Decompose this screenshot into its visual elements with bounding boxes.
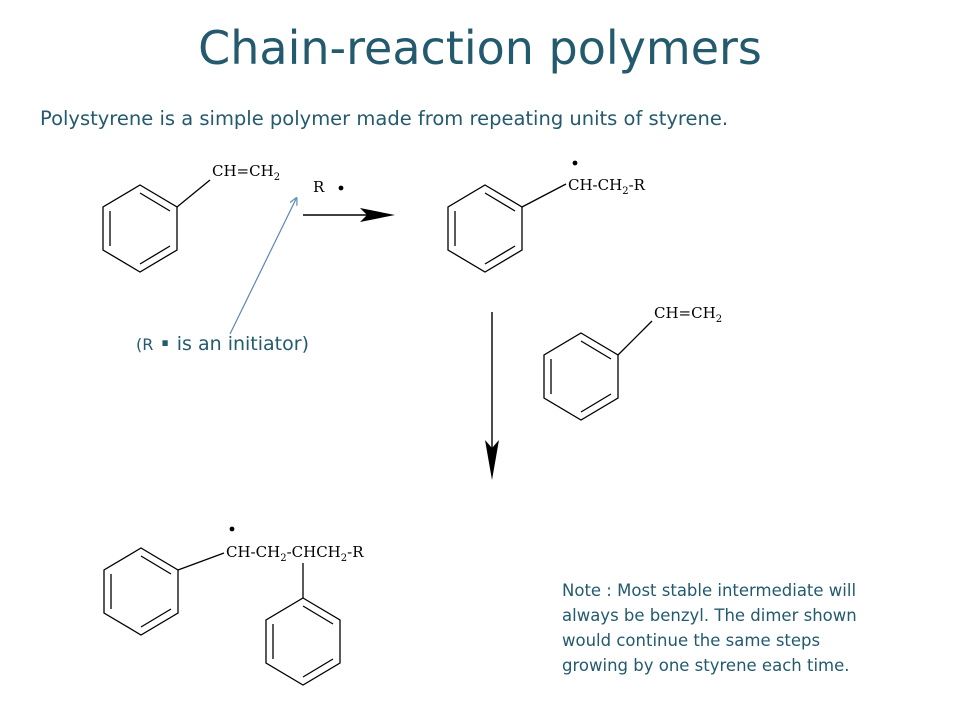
- dimer-radical: CH-CH2-CHCH2-R: [103, 526, 364, 686]
- radical-dot: [229, 526, 235, 532]
- benzene-ring: [103, 547, 179, 636]
- note-line: Note : Most stable intermediate will: [562, 581, 857, 600]
- note-line: would continue the same steps: [562, 631, 821, 650]
- note-line: growing by one styrene each time.: [562, 656, 850, 675]
- substituent-bond: [617, 320, 653, 356]
- substituent-bond: [521, 183, 567, 208]
- radical-initiator-label: R: [313, 178, 325, 196]
- pointer-arrow: [229, 199, 296, 335]
- substituent-bond: [177, 552, 225, 571]
- subtitle: Polystyrene is a simple polymer made fro…: [40, 107, 729, 130]
- benzyl-radical-product: CH-CH2-R: [447, 160, 646, 273]
- styrene-molecule: CH=CH2: [102, 162, 280, 273]
- styrene-label: CH=CH2: [212, 162, 280, 183]
- benzene-ring: [102, 184, 178, 273]
- dimer-label: CH-CH2-CHCH2-R: [226, 543, 364, 564]
- radical-dot: [338, 185, 344, 191]
- benzene-ring: [447, 184, 523, 273]
- benzene-ring: [265, 597, 341, 686]
- reaction-arrow-down: [485, 312, 499, 480]
- initiator-note-open: (R: [136, 335, 154, 354]
- note-line: always be benzyl. The dimer shown: [562, 606, 857, 625]
- initiator-note: (R.is an initiator): [136, 322, 309, 358]
- product-label: CH-CH2-R: [568, 176, 646, 197]
- radical-dot: [572, 160, 578, 166]
- substituent-bond: [176, 179, 211, 208]
- benzene-ring: [543, 332, 619, 421]
- styrene-molecule-2: CH=CH2: [543, 304, 722, 421]
- radical-dot-glyph: .: [159, 319, 171, 354]
- note-text: Note : Most stable intermediate will alw…: [562, 578, 942, 678]
- styrene-label-2: CH=CH2: [654, 304, 722, 325]
- initiator-note-text: is an initiator): [176, 333, 309, 355]
- reaction-arrow-right: [303, 208, 395, 222]
- page-title: Chain-reaction polymers: [198, 21, 762, 75]
